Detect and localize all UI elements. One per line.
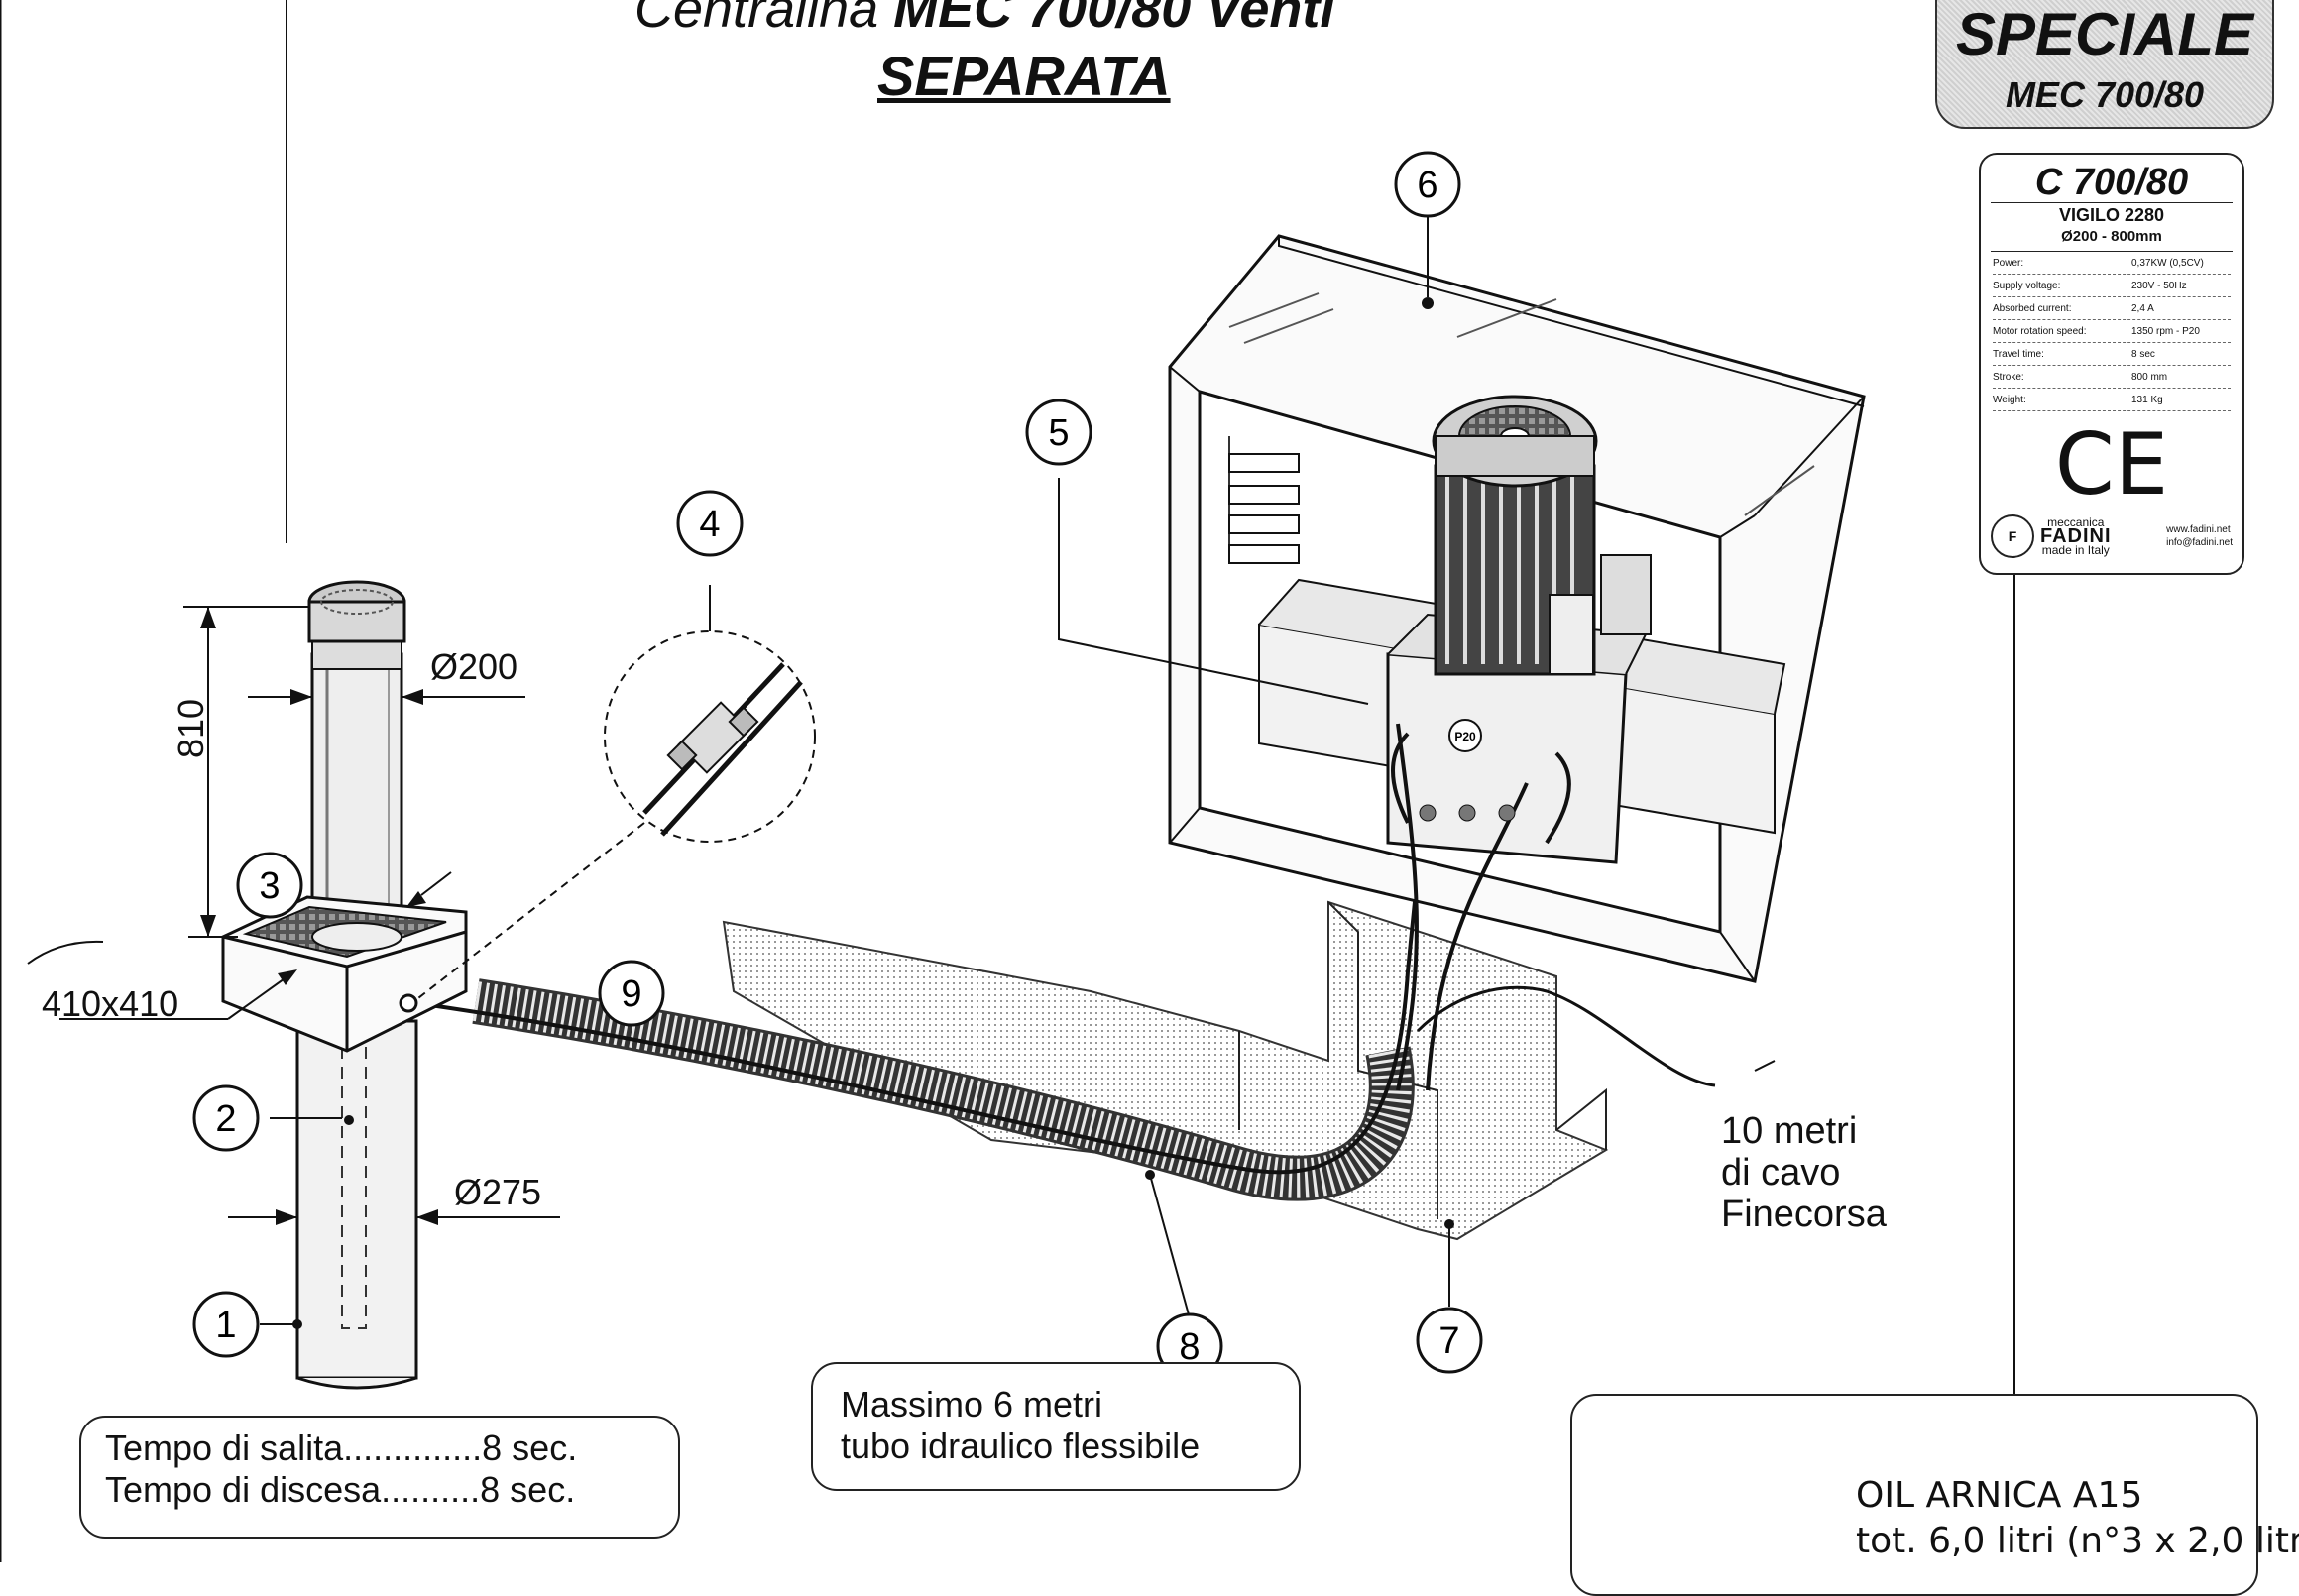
spec-label: Absorbed current: (1993, 302, 2072, 314)
spec-row: Weight: 131 Kg (1993, 389, 2231, 411)
ce-mark-icon: CE (2054, 415, 2169, 514)
spec-label: Supply voltage: (1993, 280, 2061, 291)
spec-value: 0,37KW (0,5CV) (2131, 257, 2204, 269)
cable-text: di cavo (1721, 1152, 1841, 1194)
dimension-top-diameter: Ø200 (430, 646, 518, 687)
brand-email: info@fadini.net (2166, 537, 2233, 548)
brand-top: meccanica (2047, 515, 2105, 529)
spec-row: Motor rotation speed: 1350 rpm - P20 (1993, 320, 2231, 343)
brand-block: F meccanica FADINI made in Italy www.fad… (1991, 514, 2233, 558)
diagram-drawing: P20 (0, 0, 2015, 1562)
brand-web: www.fadini.net (2166, 524, 2231, 535)
spec-label: Power: (1993, 257, 2024, 269)
spec-label: Travel time: (1993, 348, 2044, 360)
hose-type: tubo idraulico flessibile (841, 1425, 1201, 1466)
hydraulic-hose (415, 871, 1776, 1201)
bollard-drawing (221, 580, 468, 1390)
dimension-height: 810 (171, 698, 211, 758)
spec-label: Motor rotation speed: (1993, 325, 2087, 337)
timing-note: Tempo di salita..............8 sec. Temp… (79, 1416, 680, 1539)
oil-quantity: tot. 6,0 litri (n°3 x 2,0 litri) (1856, 1521, 2299, 1561)
spec-row: Absorbed current: 2,4 A (1993, 297, 2231, 320)
spec-row: Stroke: 800 mm (1993, 366, 2231, 389)
spec-row: Power: 0,37KW (0,5CV) (1993, 252, 2231, 275)
cable-type: Finecorsa (1721, 1194, 1887, 1235)
brand-logo-icon: F (1991, 514, 2034, 558)
nameplate-product: VIGILO 2280 (2058, 205, 2165, 225)
cable-note: 10 metri di cavo Finecorsa (1721, 1110, 1887, 1235)
descent-time: Tempo di discesa..........8 sec. (105, 1469, 576, 1510)
hose-length: Massimo 6 metri (841, 1384, 1103, 1425)
oil-note: OIL ARNICA A15 tot. 6,0 litri (n°3 x 2,0… (1856, 1473, 2299, 1564)
spec-value: 8 sec (2131, 348, 2155, 360)
spec-value: 800 mm (2131, 371, 2168, 383)
rise-time: Tempo di salita..............8 sec. (105, 1427, 578, 1468)
brand-name: meccanica FADINI made in Italy (2040, 515, 2112, 557)
electric-motor: P20 (1386, 395, 1652, 1091)
title-prefix: Centralina (634, 0, 894, 39)
spec-value: 1350 rpm - P20 (2131, 325, 2200, 337)
spec-row: Travel time: 8 sec (1993, 343, 2231, 366)
hose-note: Massimo 6 metri tubo idraulico flessibil… (811, 1362, 1301, 1491)
svg-text:P20: P20 (1454, 730, 1476, 743)
nameplate-size: Ø200 - 800mm (2061, 228, 2162, 245)
spec-value: 230V - 50Hz (2131, 280, 2187, 291)
spec-label: Stroke: (1993, 371, 2024, 383)
spec-row: Supply voltage: 230V - 50Hz (1993, 275, 2231, 297)
dimension-flange: 410x410 (42, 983, 179, 1024)
nameplate-model: C 700/80 (1991, 163, 2233, 203)
badge-model: MEC 700/80 (2005, 74, 2205, 115)
connector-detail (413, 585, 816, 1002)
title-model: MEC 700/80 Venti (893, 0, 1335, 39)
special-badge: SPECIALE MEC 700/80 (1935, 0, 2274, 129)
nameplate: C 700/80 VIGILO 2280 Ø200 - 800mm Power:… (1979, 153, 2244, 575)
brand-title: FADINI (2040, 525, 2112, 547)
badge-title: SPECIALE (1955, 1, 2254, 67)
dimension-body-diameter: Ø275 (454, 1172, 542, 1212)
brand-contacts: www.fadini.net info@fadini.net (2166, 523, 2233, 549)
diagram-title: Centralina MEC 700/80 Venti (634, 0, 1334, 40)
cable-length: 10 metri (1721, 1110, 1858, 1152)
dimension-lines (59, 606, 560, 1325)
brand-bottom: made in Italy (2041, 543, 2110, 557)
spec-value: 131 Kg (2131, 394, 2163, 405)
oil-name: OIL ARNICA A15 (1856, 1475, 2143, 1516)
spec-value: 2,4 A (2131, 302, 2154, 314)
spec-label: Weight: (1993, 394, 2026, 405)
diagram-subtitle: SEPARATA (877, 45, 1171, 107)
